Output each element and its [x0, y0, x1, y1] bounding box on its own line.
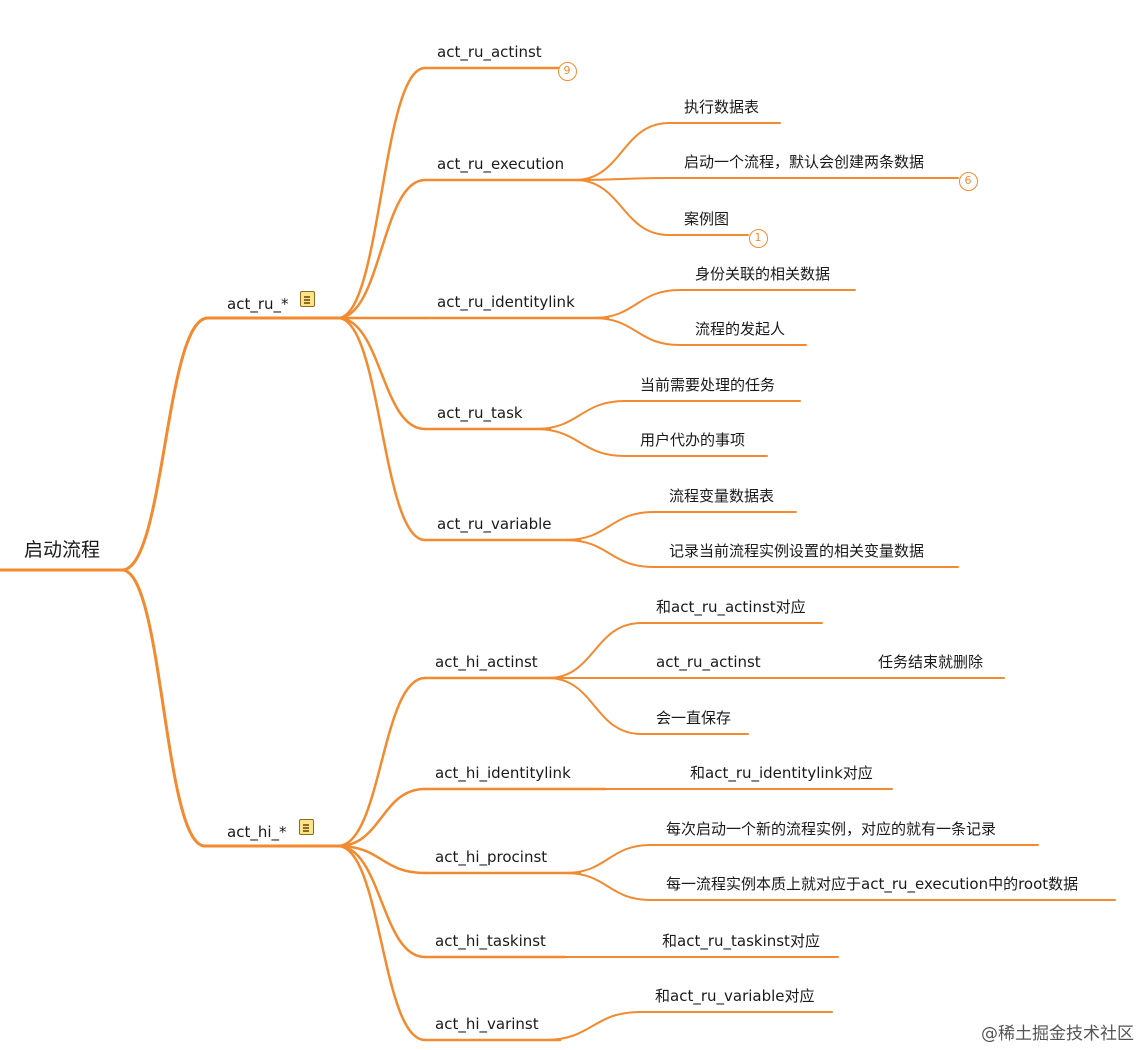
- table-node: act_ru_identitylink: [437, 293, 575, 311]
- branch-table-to-leaf: [544, 1011, 641, 1041]
- branch-table-to-leaf: [564, 872, 652, 901]
- leaf-node: 执行数据表: [684, 98, 760, 116]
- branch-table-to-leaf: [564, 844, 652, 874]
- branch-group-to-table: [336, 844, 427, 1042]
- count-badge: 6: [958, 171, 978, 191]
- group-node: act_hi_*: [227, 823, 287, 841]
- leaf-node: 和act_ru_identitylink对应: [690, 764, 873, 782]
- leaf-node: 身份关联的相关数据: [695, 265, 831, 283]
- table-node: act_hi_actinst: [435, 653, 538, 671]
- leaf-node: 每次启动一个新的流程实例，对应的就有一条记录: [666, 820, 997, 838]
- branch-group-to-table: [336, 316, 427, 431]
- branch-table-to-leaf: [534, 400, 626, 430]
- branch-table-to-leaf: [547, 622, 642, 679]
- leaf-node: 和act_ru_actinst对应: [656, 598, 806, 616]
- branch-group-to-table: [336, 178, 427, 320]
- leaf-note: 任务结束就删除: [878, 653, 984, 671]
- leaf-node: 当前需要处理的任务: [640, 376, 776, 394]
- table-node: act_ru_actinst: [437, 43, 542, 61]
- leaf-node: 记录当前流程实例设置的相关变量数据: [669, 542, 925, 560]
- branch-table-to-leaf: [574, 177, 670, 181]
- leaf-node: 会一直保存: [656, 709, 732, 727]
- leaf-node: 流程的发起人: [695, 320, 786, 338]
- branch-group-to-table: [336, 844, 427, 959]
- branch-group-to-table: [336, 316, 427, 542]
- count-badge: 1: [748, 228, 768, 248]
- table-node: act_ru_execution: [437, 155, 565, 173]
- branch-table-to-leaf: [592, 317, 681, 346]
- branch-table-to-leaf: [592, 289, 681, 319]
- table-node: act_ru_task: [437, 404, 523, 422]
- leaf-node: 流程变量数据表: [669, 487, 775, 505]
- branch-table-to-leaf: [574, 179, 670, 236]
- table-node: act_hi_varinst: [435, 1015, 539, 1033]
- leaf-node: 用户代办的事项: [640, 431, 746, 449]
- table-node: act_hi_taskinst: [435, 932, 546, 950]
- leaf-node: 案例图: [684, 210, 730, 228]
- watermark: @稀土掘金技术社区: [981, 1024, 1134, 1044]
- table-node: act_hi_procinst: [435, 848, 548, 866]
- branch-table-to-leaf: [564, 511, 655, 541]
- root-node: 启动流程: [24, 539, 101, 561]
- leaf-node: 启动一个流程，默认会创建两条数据: [684, 153, 925, 171]
- note-icon[interactable]: [299, 819, 314, 835]
- branch-lines: [0, 66, 1116, 1042]
- branch-table-to-leaf: [574, 122, 670, 181]
- leaf-node: 和act_ru_taskinst对应: [662, 932, 820, 950]
- branch-group-to-table: [336, 676, 427, 848]
- branch-root-to-group: [120, 568, 207, 848]
- branch-root-to-group: [120, 316, 210, 572]
- branch-table-to-leaf: [534, 428, 626, 457]
- branch-group-to-table: [336, 66, 427, 320]
- leaf-node: 每一流程实例本质上就对应于act_ru_execution中的root数据: [666, 875, 1079, 893]
- table-node: act_ru_variable: [437, 515, 552, 533]
- count-badge: 9: [557, 61, 577, 81]
- table-node: act_hi_identitylink: [435, 764, 571, 782]
- branch-table-to-leaf: [547, 677, 642, 735]
- branch-table-to-leaf: [564, 539, 655, 568]
- leaf-node: act_ru_actinst: [656, 653, 761, 671]
- branch-group-to-table: [336, 787, 427, 848]
- group-node: act_ru_*: [227, 295, 289, 313]
- branch-group-to-table: [336, 844, 427, 875]
- leaf-node: 和act_ru_variable对应: [655, 987, 815, 1005]
- note-icon[interactable]: [300, 291, 315, 307]
